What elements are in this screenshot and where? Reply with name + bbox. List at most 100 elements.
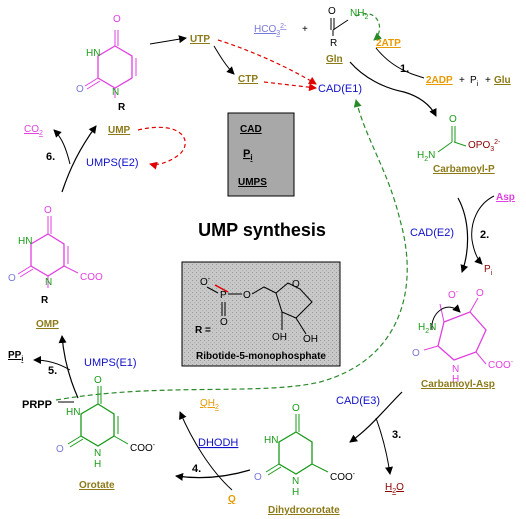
omp-structure: O HN O COO N R OMP bbox=[8, 205, 103, 330]
step-1: HCO32- + 2ATP 1. 2ADP + Pi + Glu CAD(E1) bbox=[254, 13, 511, 117]
svg-text:O: O bbox=[449, 114, 457, 125]
svg-text:N: N bbox=[452, 364, 459, 375]
step-3: CAD(E3) 3. H2O bbox=[336, 391, 404, 495]
legend-umps: UMPS bbox=[238, 177, 267, 188]
utp-label: UTP bbox=[190, 34, 210, 45]
orotate-structure: O HN O COO- N H Orotate bbox=[56, 375, 156, 491]
omp-label: OMP bbox=[36, 319, 59, 330]
pi-step2: Pi bbox=[484, 264, 493, 277]
step-1-number: 1. bbox=[400, 63, 409, 75]
gln-structure: O NH2 R Gln bbox=[326, 6, 368, 65]
feedback-inhibition: UTP CTP bbox=[137, 34, 317, 170]
step-6-number: 6. bbox=[46, 151, 55, 163]
svg-text:N: N bbox=[112, 87, 119, 98]
svg-text:HN: HN bbox=[66, 407, 80, 418]
svg-text:O: O bbox=[476, 288, 484, 299]
svg-text:O: O bbox=[220, 317, 228, 328]
dihydroorotate-structure: O HN O COO- N H Dihydroorotate bbox=[254, 403, 356, 516]
svg-text:H: H bbox=[452, 374, 459, 385]
svg-text:O: O bbox=[412, 348, 420, 359]
svg-text:HN: HN bbox=[264, 435, 278, 446]
adp-label: 2ADP bbox=[426, 75, 453, 86]
svg-text:O-: O- bbox=[448, 289, 459, 301]
ctp-label: CTP bbox=[238, 74, 258, 85]
cad-e1-label: CAD(E1) bbox=[318, 83, 362, 95]
svg-text:N: N bbox=[94, 448, 101, 459]
prpp-activation-arrow bbox=[55, 99, 408, 401]
carbamoyl-asp-structure: O- O H2N O N H COO- Carbamoyl-Asp bbox=[412, 288, 514, 390]
svg-text:O: O bbox=[328, 6, 336, 17]
q-label: Q bbox=[228, 494, 236, 505]
glu-label: Glu bbox=[494, 75, 511, 86]
svg-text:R: R bbox=[41, 295, 49, 306]
svg-text:H2N: H2N bbox=[418, 322, 436, 335]
svg-text:H: H bbox=[292, 487, 299, 498]
svg-text:O: O bbox=[56, 444, 64, 455]
dhodh-label: DHODH bbox=[198, 437, 238, 449]
svg-text:O: O bbox=[76, 84, 84, 95]
svg-text:HN: HN bbox=[86, 48, 100, 59]
umps-e1-label: UMPS(E1) bbox=[84, 357, 137, 369]
svg-text:Pi: Pi bbox=[470, 75, 479, 88]
svg-text:NH2: NH2 bbox=[350, 8, 368, 21]
svg-text:+: + bbox=[459, 75, 465, 86]
svg-text:O: O bbox=[44, 205, 52, 216]
hco3-label: HCO32- bbox=[254, 23, 287, 37]
carbamoyl-p-structure: H2N O OPO32- Carbamoyl-P bbox=[417, 114, 501, 175]
svg-text:O: O bbox=[243, 290, 251, 301]
svg-text:O-: O- bbox=[200, 276, 211, 288]
svg-text:OPO32-: OPO32- bbox=[468, 139, 501, 153]
umps-e2-label: UMPS(E2) bbox=[86, 157, 139, 169]
qh2-label: QH2 bbox=[200, 398, 219, 411]
ribotide-caption: Ribotide-5-monophosphate bbox=[196, 351, 326, 362]
svg-text:H2N: H2N bbox=[417, 150, 435, 163]
carbamoyl-p-label: Carbamoyl-P bbox=[433, 164, 495, 175]
svg-text:N: N bbox=[292, 476, 299, 487]
svg-text:O: O bbox=[292, 279, 300, 290]
svg-text:HN: HN bbox=[18, 236, 32, 247]
prpp-label: PRPP bbox=[22, 399, 52, 411]
svg-text:OH: OH bbox=[272, 332, 287, 343]
step-6: UMPS(E2) 6. UMP CO2 bbox=[24, 124, 139, 193]
ppi-label: PPi bbox=[8, 350, 23, 363]
svg-text:COO-: COO- bbox=[330, 471, 356, 483]
svg-text:H: H bbox=[94, 459, 101, 470]
svg-text:R: R bbox=[330, 38, 337, 49]
carbamoyl-asp-label: Carbamoyl-Asp bbox=[421, 379, 495, 390]
co2-label: CO2 bbox=[24, 124, 43, 137]
svg-text:R: R bbox=[118, 102, 126, 113]
legend-box: CAD Pi UMPS bbox=[227, 112, 295, 197]
svg-text:COO-: COO- bbox=[130, 442, 156, 454]
svg-text:O: O bbox=[8, 273, 16, 284]
step-2: CAD(E2) 2. Asp Pi bbox=[410, 192, 515, 277]
svg-text:+: + bbox=[485, 75, 491, 86]
step-4: DHODH 4. QH2 Q bbox=[175, 398, 251, 505]
ump-structure: O HN O N R bbox=[76, 14, 137, 113]
legend-cad: CAD bbox=[240, 124, 262, 135]
step-5-number: 5. bbox=[48, 365, 57, 377]
svg-text:N: N bbox=[45, 277, 52, 288]
step-3-number: 3. bbox=[392, 429, 401, 441]
svg-text:COO: COO bbox=[80, 272, 103, 283]
svg-text:COO-: COO- bbox=[488, 359, 514, 371]
ump-label: UMP bbox=[108, 125, 131, 136]
svg-text:O: O bbox=[94, 375, 102, 386]
svg-text:+: + bbox=[302, 24, 308, 35]
cad-e2-label: CAD(E2) bbox=[410, 227, 454, 239]
cad-e3-label: CAD(E3) bbox=[336, 395, 380, 407]
diagram-title: UMP synthesis bbox=[198, 220, 326, 240]
svg-text:O: O bbox=[292, 403, 300, 414]
step-4-number: 4. bbox=[192, 463, 201, 475]
dihydroorotate-label: Dihydroorotate bbox=[268, 505, 340, 516]
step-2-number: 2. bbox=[480, 229, 489, 241]
ribotide-box: O- P O O O OH OH R = Ribotide-5-monophos… bbox=[181, 261, 341, 367]
svg-text:O: O bbox=[254, 472, 262, 483]
asp-label: Asp bbox=[496, 192, 515, 203]
orotate-label: Orotate bbox=[79, 480, 115, 491]
step-5: UMPS(E1) 5. PRPP PPi bbox=[8, 335, 137, 411]
legend-pi: Pi bbox=[243, 148, 253, 162]
svg-text:O: O bbox=[113, 14, 121, 25]
ribose-p: P bbox=[220, 290, 227, 301]
svg-text:R =: R = bbox=[195, 325, 211, 336]
